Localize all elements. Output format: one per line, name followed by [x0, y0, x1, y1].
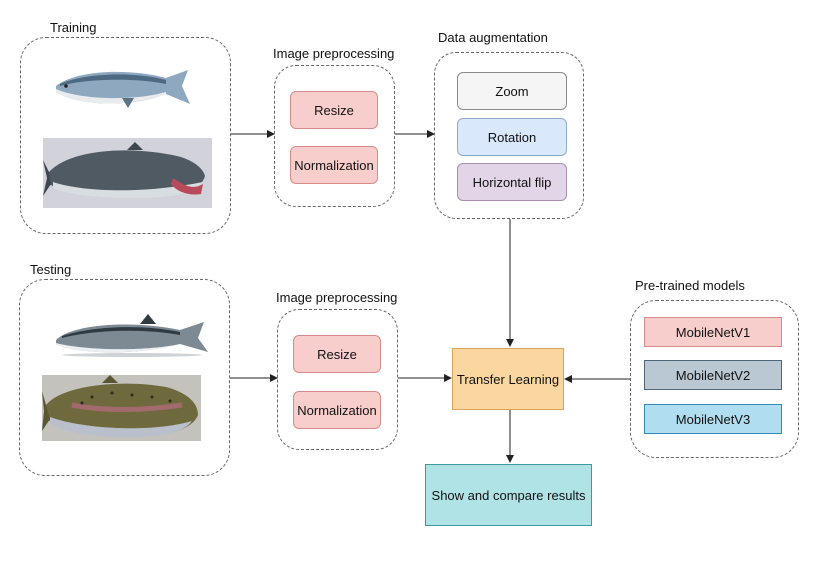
testing-group	[19, 279, 230, 476]
mobilenetv3-model: MobileNetV3	[644, 404, 782, 434]
test-preprocessing-label: Image preprocessing	[276, 290, 398, 305]
pretrained-label: Pre-trained models	[635, 278, 745, 293]
training-label: Training	[50, 20, 97, 35]
augmentation-group: Zoom Rotation Horizontal flip	[434, 52, 584, 219]
salmon-photo	[56, 70, 190, 108]
test-resize-step: Resize	[293, 335, 381, 373]
train-preprocessing-group: Resize Normalization	[274, 65, 395, 207]
salmon-photo	[43, 138, 212, 208]
trout-photo	[42, 375, 201, 441]
augmentation-label: Data augmentation	[438, 30, 548, 45]
train-normalization-step: Normalization	[290, 146, 378, 184]
results-node: Show and compare results	[425, 464, 592, 526]
train-preprocessing-label: Image preprocessing	[273, 46, 395, 61]
train-resize-step: Resize	[290, 91, 378, 129]
test-normalization-step: Normalization	[293, 391, 381, 429]
training-group	[20, 37, 231, 234]
salmon-photo	[56, 314, 208, 357]
pretrained-group: MobileNetV1 MobileNetV2 MobileNetV3	[630, 300, 799, 458]
mobilenetv1-model: MobileNetV1	[644, 317, 782, 347]
transfer-learning-node: Transfer Learning	[452, 348, 564, 410]
horizontal-flip-step: Horizontal flip	[457, 163, 567, 201]
mobilenetv2-model: MobileNetV2	[644, 360, 782, 390]
rotation-step: Rotation	[457, 118, 567, 156]
test-preprocessing-group: Resize Normalization	[277, 309, 398, 450]
zoom-step: Zoom	[457, 72, 567, 110]
testing-label: Testing	[30, 262, 72, 277]
